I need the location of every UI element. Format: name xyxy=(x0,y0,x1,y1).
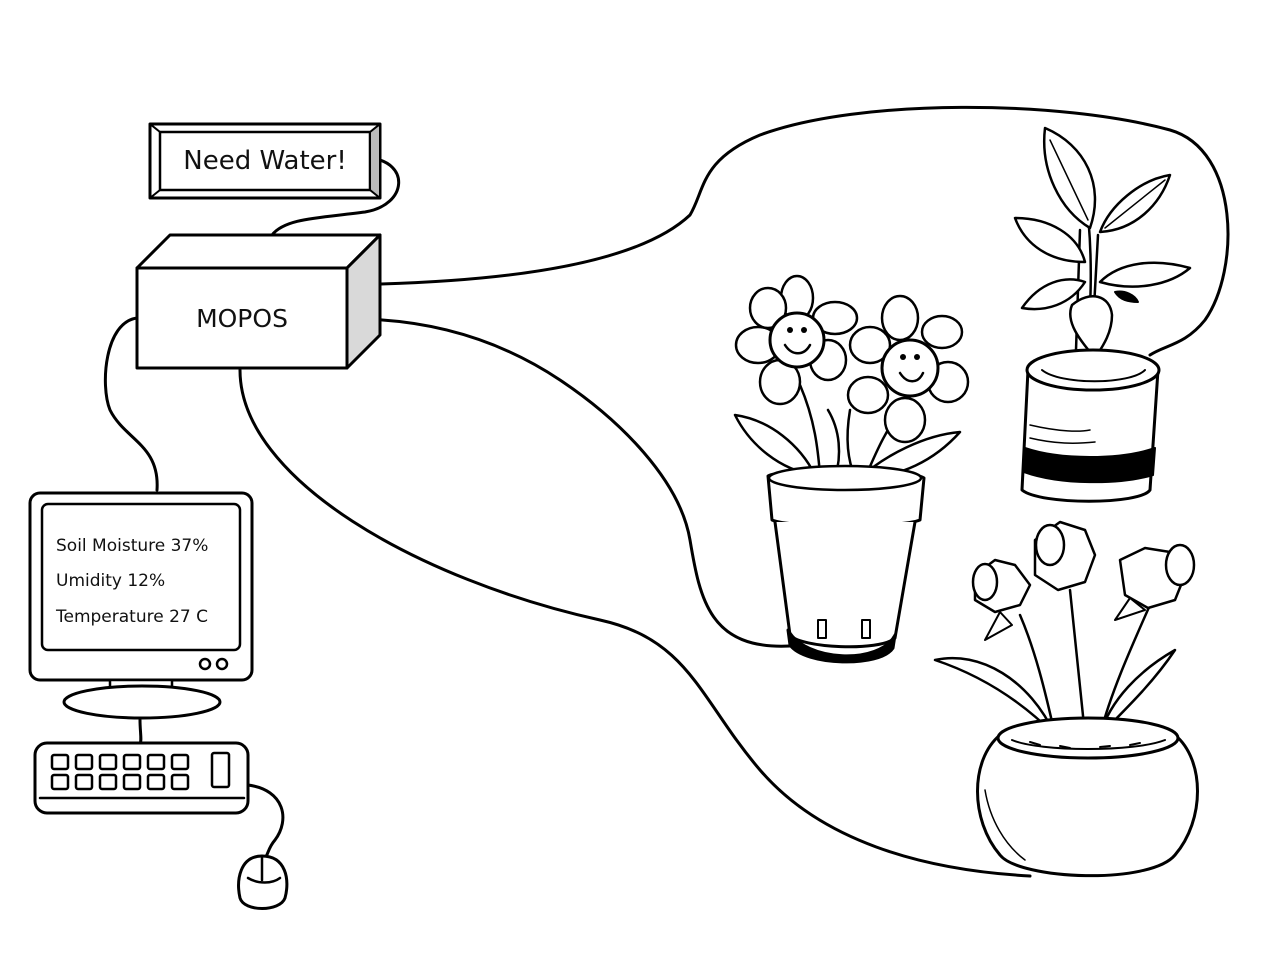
computer-monitor-icon xyxy=(28,491,254,720)
humidity-reading: Umidity 12% xyxy=(56,571,166,591)
need-water-label: Need Water! xyxy=(183,146,347,176)
cable-mopos-to-flowers xyxy=(345,317,792,648)
sapling-pot-icon xyxy=(1013,126,1192,503)
cable-keyboard-to-monitor xyxy=(138,718,143,747)
mouse-icon xyxy=(237,854,289,910)
cable-mopos-to-daffodils xyxy=(238,368,1032,878)
keyboard-icon xyxy=(33,741,250,815)
smiling-flowers-pot-icon xyxy=(733,274,970,664)
mopos-controller-box xyxy=(135,233,382,370)
need-water-display xyxy=(148,122,382,200)
temperature-reading: Temperature 27 C xyxy=(56,607,208,627)
mopos-label: MOPOS xyxy=(196,303,288,333)
cable-mopos-to-sapling xyxy=(378,105,1230,357)
cable-mopos-to-monitor xyxy=(103,316,159,492)
cable-alert-to-mopos xyxy=(270,156,401,237)
daffodils-pot-icon xyxy=(933,520,1199,878)
cable-keyboard-to-mouse xyxy=(246,783,285,860)
soil-moisture-reading: Soil Moisture 37% xyxy=(56,536,209,556)
